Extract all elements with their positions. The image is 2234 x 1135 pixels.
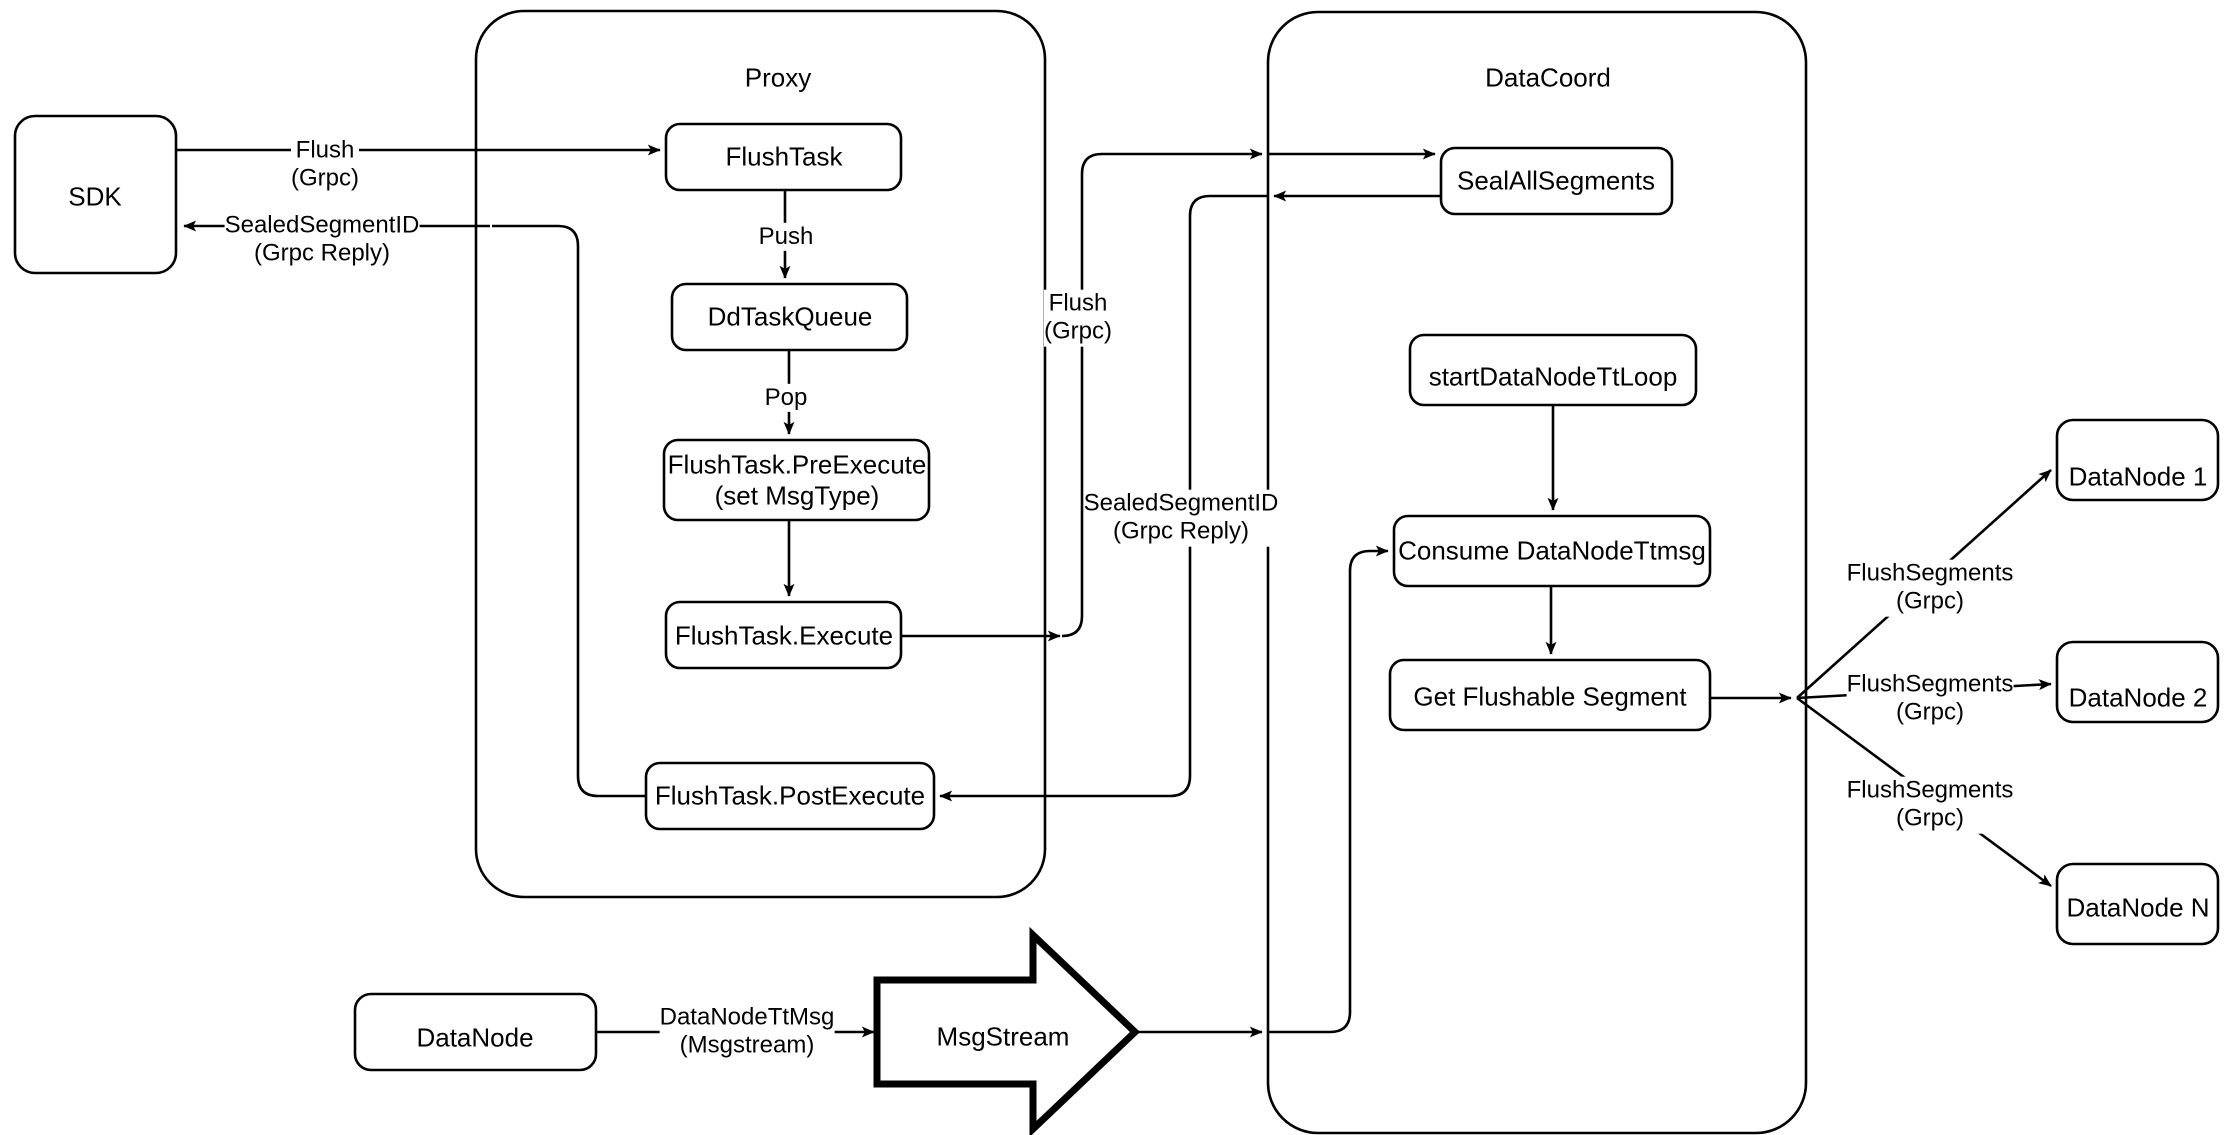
edge-junction-to-datanode2 (1796, 679, 2052, 700)
sealallsegments-box (1439, 146, 1674, 216)
edge-junction-to-datanode1 (1796, 469, 2052, 699)
consumettmsg-box (1392, 514, 1712, 588)
datanode1-box (2055, 418, 2220, 502)
postexecute-box (644, 761, 936, 831)
datanode2-box (2055, 640, 2220, 724)
datanode-source-box (353, 992, 598, 1072)
startttloop-box (1408, 333, 1698, 407)
edge-datacoord-in-to-consume (1268, 545, 1389, 1034)
preexecute-box (662, 438, 931, 522)
edge-postexecute-return (492, 224, 646, 798)
execute-box (664, 600, 903, 670)
proxy-group-border (474, 9, 1047, 899)
datacoord-group-border (1266, 10, 1808, 1135)
datanoden-box (2055, 862, 2220, 946)
ddtaskqueue-box (670, 282, 909, 352)
flushtask-box (664, 122, 903, 192)
sdk-box (13, 114, 178, 275)
edge-reply-trunk-down (939, 194, 1268, 802)
getflushable-box (1388, 658, 1712, 732)
edge-junction-to-datanoden (1796, 696, 2052, 888)
edge-flush-trunk-up (1061, 148, 1263, 638)
msgstream-block-arrow (873, 926, 1141, 1135)
